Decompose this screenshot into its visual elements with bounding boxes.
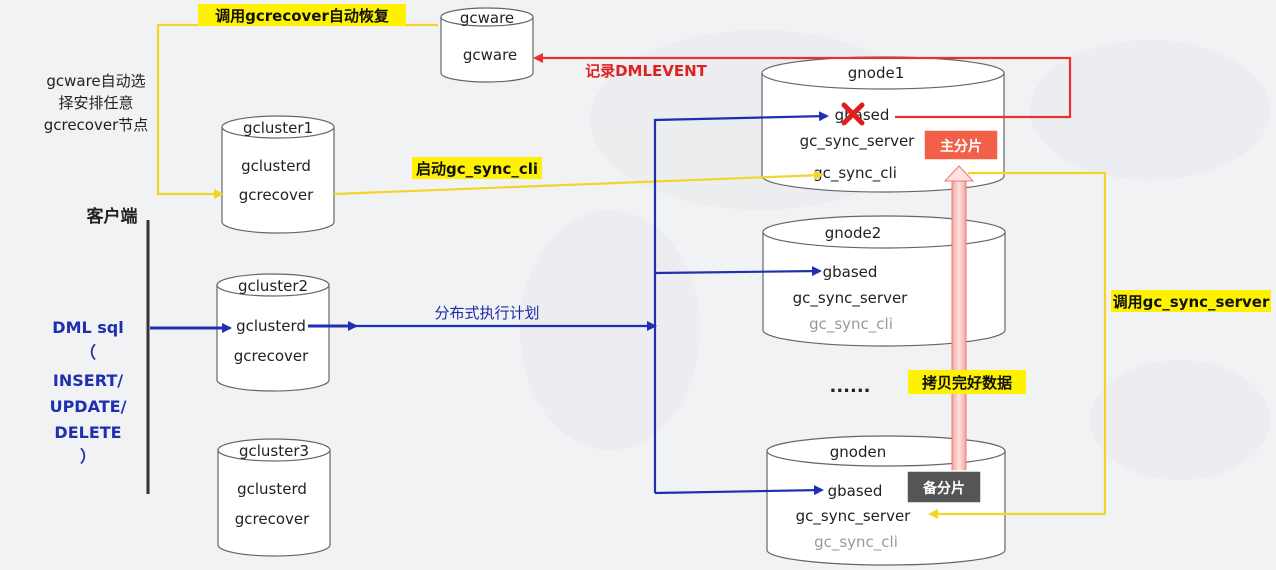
yellow-arrow-start-sync-cli bbox=[333, 170, 824, 196]
gcluster2-gclusterd: gclusterd bbox=[236, 317, 306, 335]
gnode2-gc-sync-server: gc_sync_server bbox=[793, 289, 909, 308]
copy-data-annotation: 拷贝完好数据 bbox=[908, 370, 1026, 394]
gcluster3-gclusterd: gclusterd bbox=[237, 480, 307, 498]
gcluster1-gcrecover: gcrecover bbox=[239, 186, 314, 204]
gcluster1-gclusterd: gclusterd bbox=[241, 157, 311, 175]
gcluster1-cylinder: gcluster1 gclusterd gcrecover bbox=[221, 115, 335, 234]
dist-plan-text: 分布式执行计划 bbox=[434, 304, 539, 322]
gcluster3-cylinder: gcluster3 gclusterd gcrecover bbox=[217, 438, 331, 557]
gcluster3-gcrecover: gcrecover bbox=[235, 510, 310, 528]
gnoden-gbased: gbased bbox=[828, 482, 883, 500]
gcware-note-line-2: 择安排任意 bbox=[58, 94, 133, 112]
dml-line-4: UPDATE/ bbox=[50, 397, 127, 416]
gnode2-title: gnode2 bbox=[825, 224, 882, 242]
gnode1-cylinder: gnode1 gbased gc_sync_server gc_sync_cli bbox=[761, 56, 1005, 193]
call-sync-server-text: 调用gc_sync_server bbox=[1113, 293, 1270, 311]
blue-arrow-to-gnode2 bbox=[654, 266, 822, 277]
dml-line-3: INSERT/ bbox=[53, 371, 123, 390]
gcluster3-title: gcluster3 bbox=[239, 442, 309, 460]
gcluster2-gcrecover: gcrecover bbox=[234, 347, 309, 365]
yellow-arrow-call-sync-server bbox=[928, 171, 1107, 519]
gcware-note-line-1: gcware自动选 bbox=[46, 72, 145, 90]
call-gcrecover-text: 调用gcrecover自动恢复 bbox=[215, 7, 390, 25]
backup-shard-badge: 备分片 bbox=[906, 470, 982, 504]
client-label: 客户端 bbox=[86, 206, 138, 227]
record-dmlevent-text: 记录DMLEVENT bbox=[585, 62, 708, 80]
gnode1-gc-sync-server: gc_sync_server bbox=[800, 132, 916, 151]
backup-shard-label: 备分片 bbox=[922, 480, 965, 497]
gnode1-gc-sync-cli: gc_sync_cli bbox=[813, 164, 897, 183]
red-arrow-record-dmlevent bbox=[533, 53, 1072, 119]
dml-line-2: （ bbox=[80, 343, 96, 362]
primary-shard-label: 主分片 bbox=[940, 138, 982, 155]
gnoden-title: gnoden bbox=[830, 443, 886, 461]
blue-arrow-to-gnode1 bbox=[653, 111, 829, 493]
dml-line-5: DELETE bbox=[54, 423, 121, 442]
gnoden-gc-sync-server: gc_sync_server bbox=[796, 507, 912, 526]
failure-x-icon bbox=[841, 102, 865, 126]
gnode1-title: gnode1 bbox=[848, 64, 905, 82]
copy-data-text: 拷贝完好数据 bbox=[922, 374, 1012, 392]
dml-line-1: DML sql bbox=[52, 318, 123, 337]
ellipsis-more-nodes: ...... bbox=[829, 376, 870, 397]
dml-line-6: ） bbox=[80, 447, 96, 466]
gcware-select-note: gcware自动选 择安排任意 gcrecover节点 bbox=[44, 72, 149, 134]
call-sync-server-annotation: 调用gc_sync_server bbox=[1111, 290, 1271, 312]
gcware-label: gcware bbox=[463, 46, 517, 64]
gnode2-cylinder: gnode2 gbased gc_sync_server gc_sync_cli bbox=[762, 215, 1006, 347]
gnoden-gc-sync-cli: gc_sync_cli bbox=[814, 533, 898, 552]
dml-sql-block: DML sql （ INSERT/ UPDATE/ DELETE ） bbox=[50, 318, 127, 466]
gcluster2-cylinder: gcluster2 gclusterd gcrecover bbox=[216, 273, 330, 392]
gcluster1-title: gcluster1 bbox=[243, 119, 313, 137]
gcware-note-line-3: gcrecover节点 bbox=[44, 116, 149, 134]
gcware-title: gcware bbox=[460, 9, 514, 27]
gcware-cylinder: gcware gcware bbox=[440, 7, 534, 83]
primary-shard-badge: 主分片 bbox=[923, 129, 999, 161]
gnode2-gbased: gbased bbox=[823, 263, 878, 281]
gcluster2-title: gcluster2 bbox=[238, 277, 308, 295]
gnode2-gc-sync-cli: gc_sync_cli bbox=[809, 315, 893, 334]
start-sync-cli-annotation: 启动gc_sync_cli bbox=[412, 157, 542, 179]
start-sync-cli-text: 启动gc_sync_cli bbox=[416, 160, 538, 178]
call-gcrecover-annotation: 调用gcrecover自动恢复 bbox=[198, 4, 406, 26]
blue-arrow-to-gnoden bbox=[654, 485, 824, 496]
